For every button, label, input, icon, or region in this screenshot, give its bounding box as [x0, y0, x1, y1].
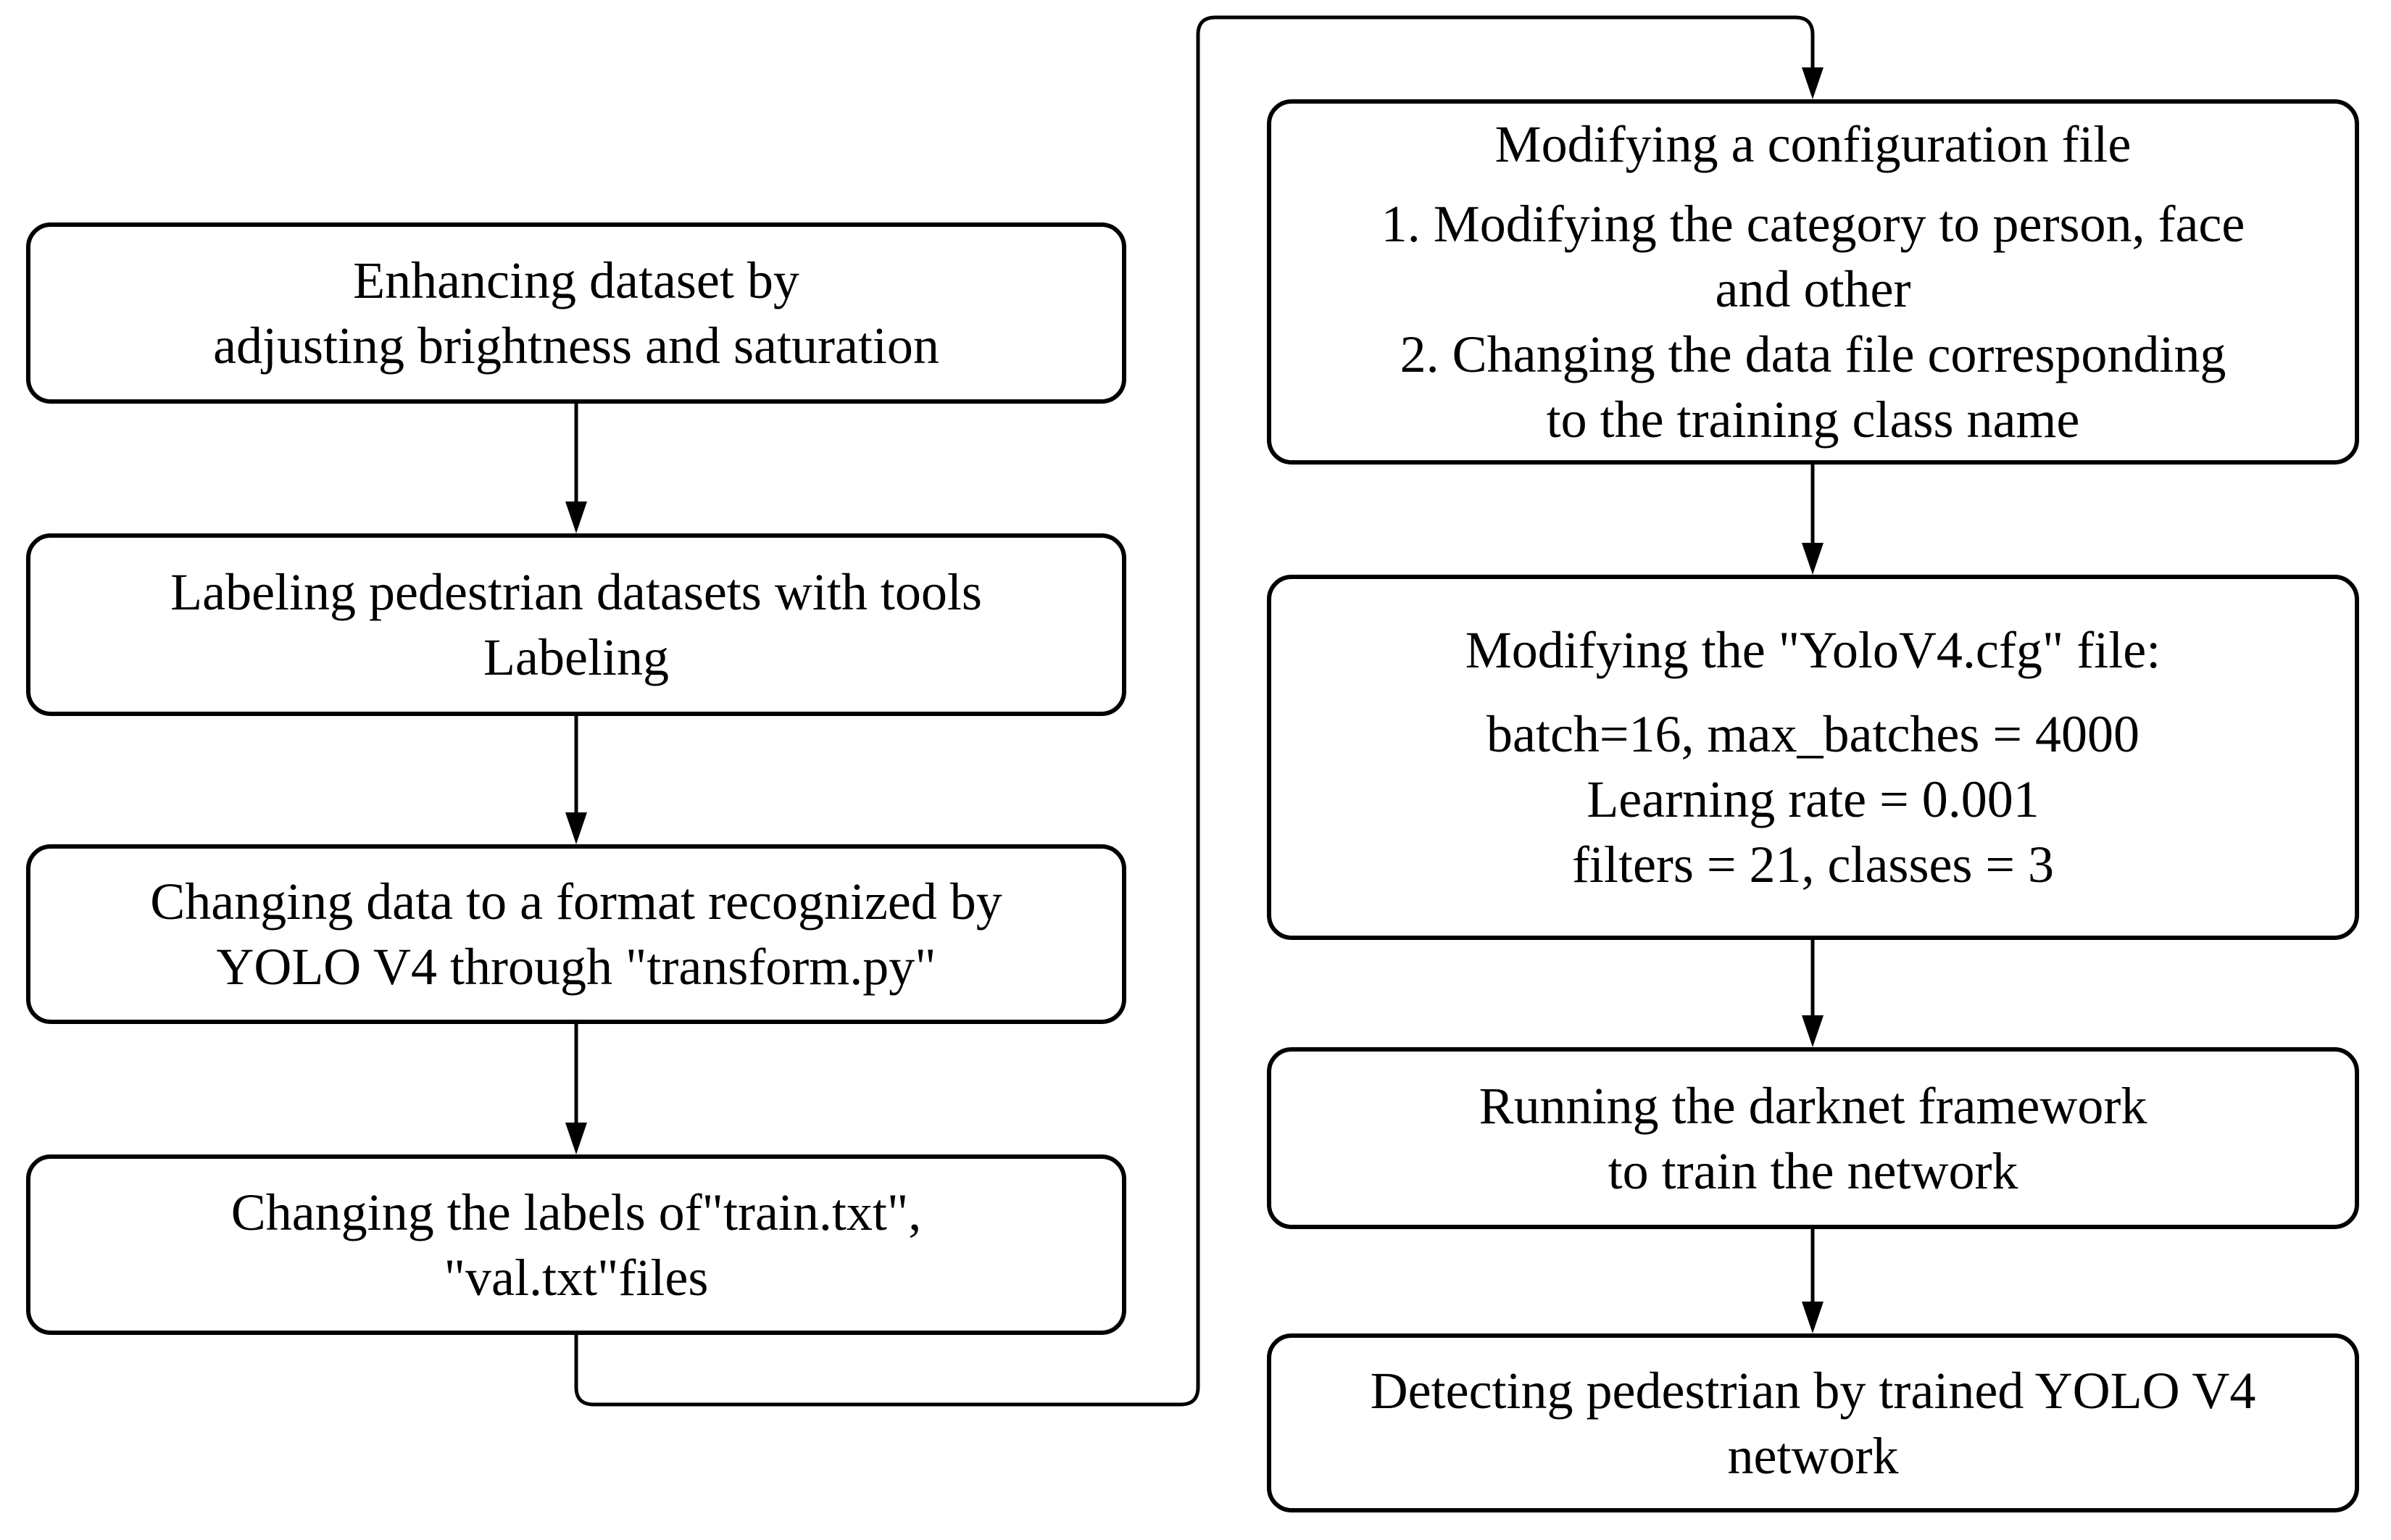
node-modify-yolov4-cfg: Modifying the "YoloV4.cfg" file: batch=1… — [1267, 575, 2359, 940]
node-line: Changing data to a format recognized by — [150, 873, 1002, 931]
arrow-darknet-to-detect — [1802, 1228, 1824, 1333]
node-line: and other — [1715, 260, 1911, 318]
node-labeling-datasets: Labeling pedestrian datasets with tools … — [26, 533, 1126, 716]
node-line: to train the network — [1608, 1141, 2018, 1200]
node-line: Learning rate = 0.001 — [1587, 770, 2039, 828]
node-transform-format: Changing data to a format recognized by … — [26, 844, 1126, 1024]
node-line: YOLO V4 through "transform.py" — [216, 938, 936, 996]
node-line: 2. Changing the data file corresponding — [1400, 325, 2226, 383]
node-line: Labeling pedestrian datasets with tools — [170, 563, 982, 621]
node-line: filters = 21, classes = 3 — [1571, 836, 2055, 894]
node-line: "val.txt"files — [444, 1248, 709, 1307]
node-line: network — [1727, 1426, 1899, 1485]
node-title-line: Modifying a configuration file — [1494, 115, 2132, 173]
node-line: Detecting pedestrian by trained YOLO V4 — [1370, 1361, 2256, 1420]
node-change-labels: Changing the labels of"train.txt", "val.… — [26, 1154, 1126, 1335]
node-line: batch=16, max_batches = 4000 — [1486, 705, 2140, 763]
node-line: Labeling — [483, 628, 669, 686]
node-title-line: Modifying the "YoloV4.cfg" file: — [1465, 621, 2161, 679]
node-line: Changing the labels of"train.txt", — [230, 1183, 922, 1241]
arrow-config-to-cfg — [1802, 465, 1824, 575]
arrow-labeling-to-transform — [565, 716, 587, 844]
node-line: 1. Modifying the category to person, fac… — [1381, 195, 2245, 253]
arrow-enhance-to-labeling — [565, 404, 587, 533]
node-line: adjusting brightness and saturation — [213, 317, 939, 375]
node-modify-config-file: Modifying a configuration file 1. Modify… — [1267, 99, 2359, 465]
node-line: Running the darknet framework — [1479, 1076, 2147, 1135]
arrow-cfg-to-darknet — [1802, 940, 1824, 1047]
node-run-darknet: Running the darknet framework to train t… — [1267, 1047, 2359, 1229]
node-enhance-dataset: Enhancing dataset by adjusting brightnes… — [26, 222, 1126, 404]
connector-labels-to-config — [574, 15, 1824, 1407]
node-line: to the training class name — [1546, 391, 2080, 449]
node-detect-pedestrian: Detecting pedestrian by trained YOLO V4 … — [1267, 1333, 2359, 1512]
node-line: Enhancing dataset by — [353, 251, 799, 309]
arrow-transform-to-labels — [565, 1024, 587, 1154]
